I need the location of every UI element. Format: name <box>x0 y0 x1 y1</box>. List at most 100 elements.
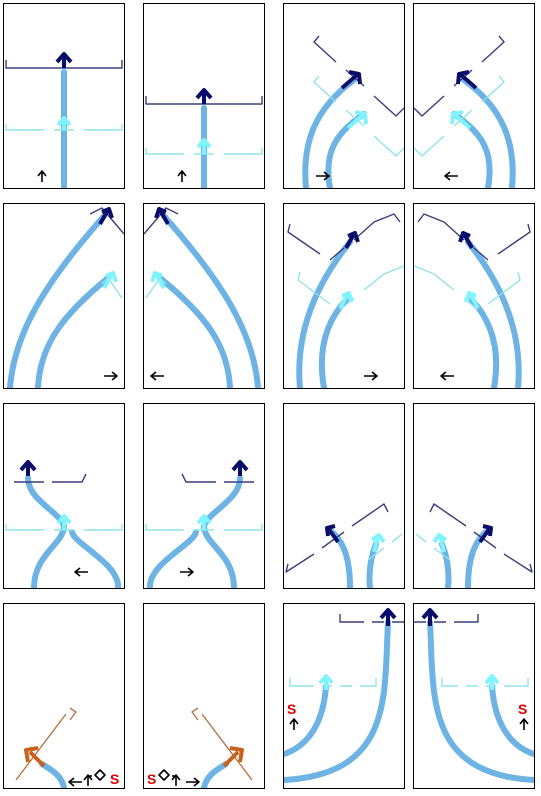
dark-arrow-icon <box>98 207 114 225</box>
orange-arrow-icon <box>222 746 244 768</box>
dark-arrow-icon <box>154 207 170 225</box>
lane-diagram-straight-two-lanes-alt <box>145 88 263 188</box>
path-line <box>25 475 67 529</box>
dark-arrow-icon <box>55 52 73 68</box>
dark-arrow-icon <box>344 231 360 249</box>
dark-arrow-icon <box>421 608 439 626</box>
lane-diagram-merge-right <box>285 503 403 588</box>
path-line <box>318 297 349 388</box>
dark-arrow-icon <box>379 608 397 626</box>
path-line <box>465 239 522 388</box>
lane-diagram-shift-left <box>5 460 123 588</box>
light-arrow-icon <box>196 514 212 530</box>
direction-arrow-icon <box>94 769 106 781</box>
lane-diagram-diagonal-right <box>302 35 404 188</box>
diagram-panel-2 <box>143 3 265 189</box>
diagram-panel-14: S <box>143 603 265 789</box>
path-line <box>296 239 353 388</box>
lane-diagram-single-left-sign <box>15 707 106 788</box>
lane-diagram-split-right <box>7 207 124 388</box>
direction-arrow-icon <box>158 769 170 781</box>
dark-arrow-icon <box>231 460 249 476</box>
dark-lane-line <box>429 503 533 573</box>
diagram-panel-9 <box>3 403 125 589</box>
light-arrow-icon <box>102 271 118 289</box>
light-arrow-icon <box>432 533 448 553</box>
orange-arrow-icon <box>24 746 46 768</box>
path-line <box>201 761 229 788</box>
path-line <box>469 297 500 388</box>
light-arrow-icon <box>196 138 212 154</box>
path-line <box>451 111 493 188</box>
direction-arrow-icon <box>74 567 88 577</box>
orange-lane-line <box>191 707 253 781</box>
lane-diagram-straight-two-lanes <box>5 52 123 188</box>
lane-diagram-curve-left <box>414 213 531 388</box>
direction-arrow-icon <box>83 774 93 786</box>
dark-lane-line <box>339 614 404 623</box>
sign-label: S <box>287 701 297 717</box>
direction-arrow-icon <box>37 170 47 182</box>
path-line <box>461 77 516 188</box>
path-line <box>35 275 111 388</box>
sign-label: S <box>110 771 120 787</box>
path-line <box>147 529 199 588</box>
dark-arrow-icon <box>340 70 362 90</box>
diagram-panel-13: S <box>3 603 125 789</box>
light-arrow-icon <box>150 271 166 289</box>
path-line <box>157 275 233 388</box>
path-line <box>201 523 237 588</box>
light-arrow-icon <box>56 514 72 530</box>
lane-diagram-single-right-sign <box>158 707 253 788</box>
light-arrow-icon <box>346 110 368 130</box>
lane-diagram-curve-right <box>287 213 404 388</box>
light-lane-line <box>313 75 404 157</box>
sign-label: S <box>147 771 157 787</box>
diagram-panel-8 <box>413 203 535 389</box>
path-line <box>325 111 367 188</box>
light-arrow-icon <box>370 533 386 553</box>
path-line <box>284 619 391 783</box>
direction-arrow-icon <box>519 718 529 730</box>
light-lane-line <box>415 533 451 561</box>
diagram-panel-4 <box>413 3 535 189</box>
diagram-panel-12 <box>413 403 535 589</box>
light-lane-line <box>414 75 505 157</box>
lane-diagram-diagonal-left <box>414 35 516 188</box>
diagram-panel-15: S <box>283 603 405 789</box>
light-arrow-icon <box>338 291 354 309</box>
path-line <box>39 761 67 788</box>
path-line <box>31 523 67 588</box>
diagram-panel-7 <box>283 203 405 389</box>
path-line <box>69 529 121 588</box>
light-arrow-icon <box>450 110 472 130</box>
path-line <box>161 213 261 388</box>
direction-arrow-icon <box>150 371 164 381</box>
dark-arrow-icon <box>325 524 340 544</box>
dark-lane-line <box>287 213 401 261</box>
dark-lane-line <box>285 503 389 573</box>
direction-arrow-icon <box>364 371 378 381</box>
light-arrow-icon <box>464 291 480 309</box>
direction-arrow-icon <box>289 718 299 730</box>
orange-lane-line <box>15 707 77 781</box>
dark-arrow-icon <box>195 88 213 104</box>
path-line <box>7 213 107 388</box>
light-arrow-icon <box>56 116 72 130</box>
diagram-panel-5 <box>3 203 125 389</box>
direction-arrow-icon <box>68 777 82 787</box>
diagram-panel-3 <box>283 3 405 189</box>
direction-arrow-icon <box>316 171 330 181</box>
lane-diagram-wide-curve-right <box>284 608 404 783</box>
diagram-panel-16: S <box>413 603 535 789</box>
dark-arrow-icon <box>478 524 493 544</box>
sign-label: S <box>518 701 528 717</box>
lane-diagram-wide-curve-left <box>414 608 534 783</box>
dark-lane-line <box>181 473 254 483</box>
dark-arrow-icon <box>456 70 478 90</box>
path-line <box>302 77 357 188</box>
dark-arrow-icon <box>458 231 474 249</box>
dark-lane-line <box>144 207 179 235</box>
lane-diagram-split-left <box>144 207 261 388</box>
direction-arrow-icon <box>186 777 200 787</box>
